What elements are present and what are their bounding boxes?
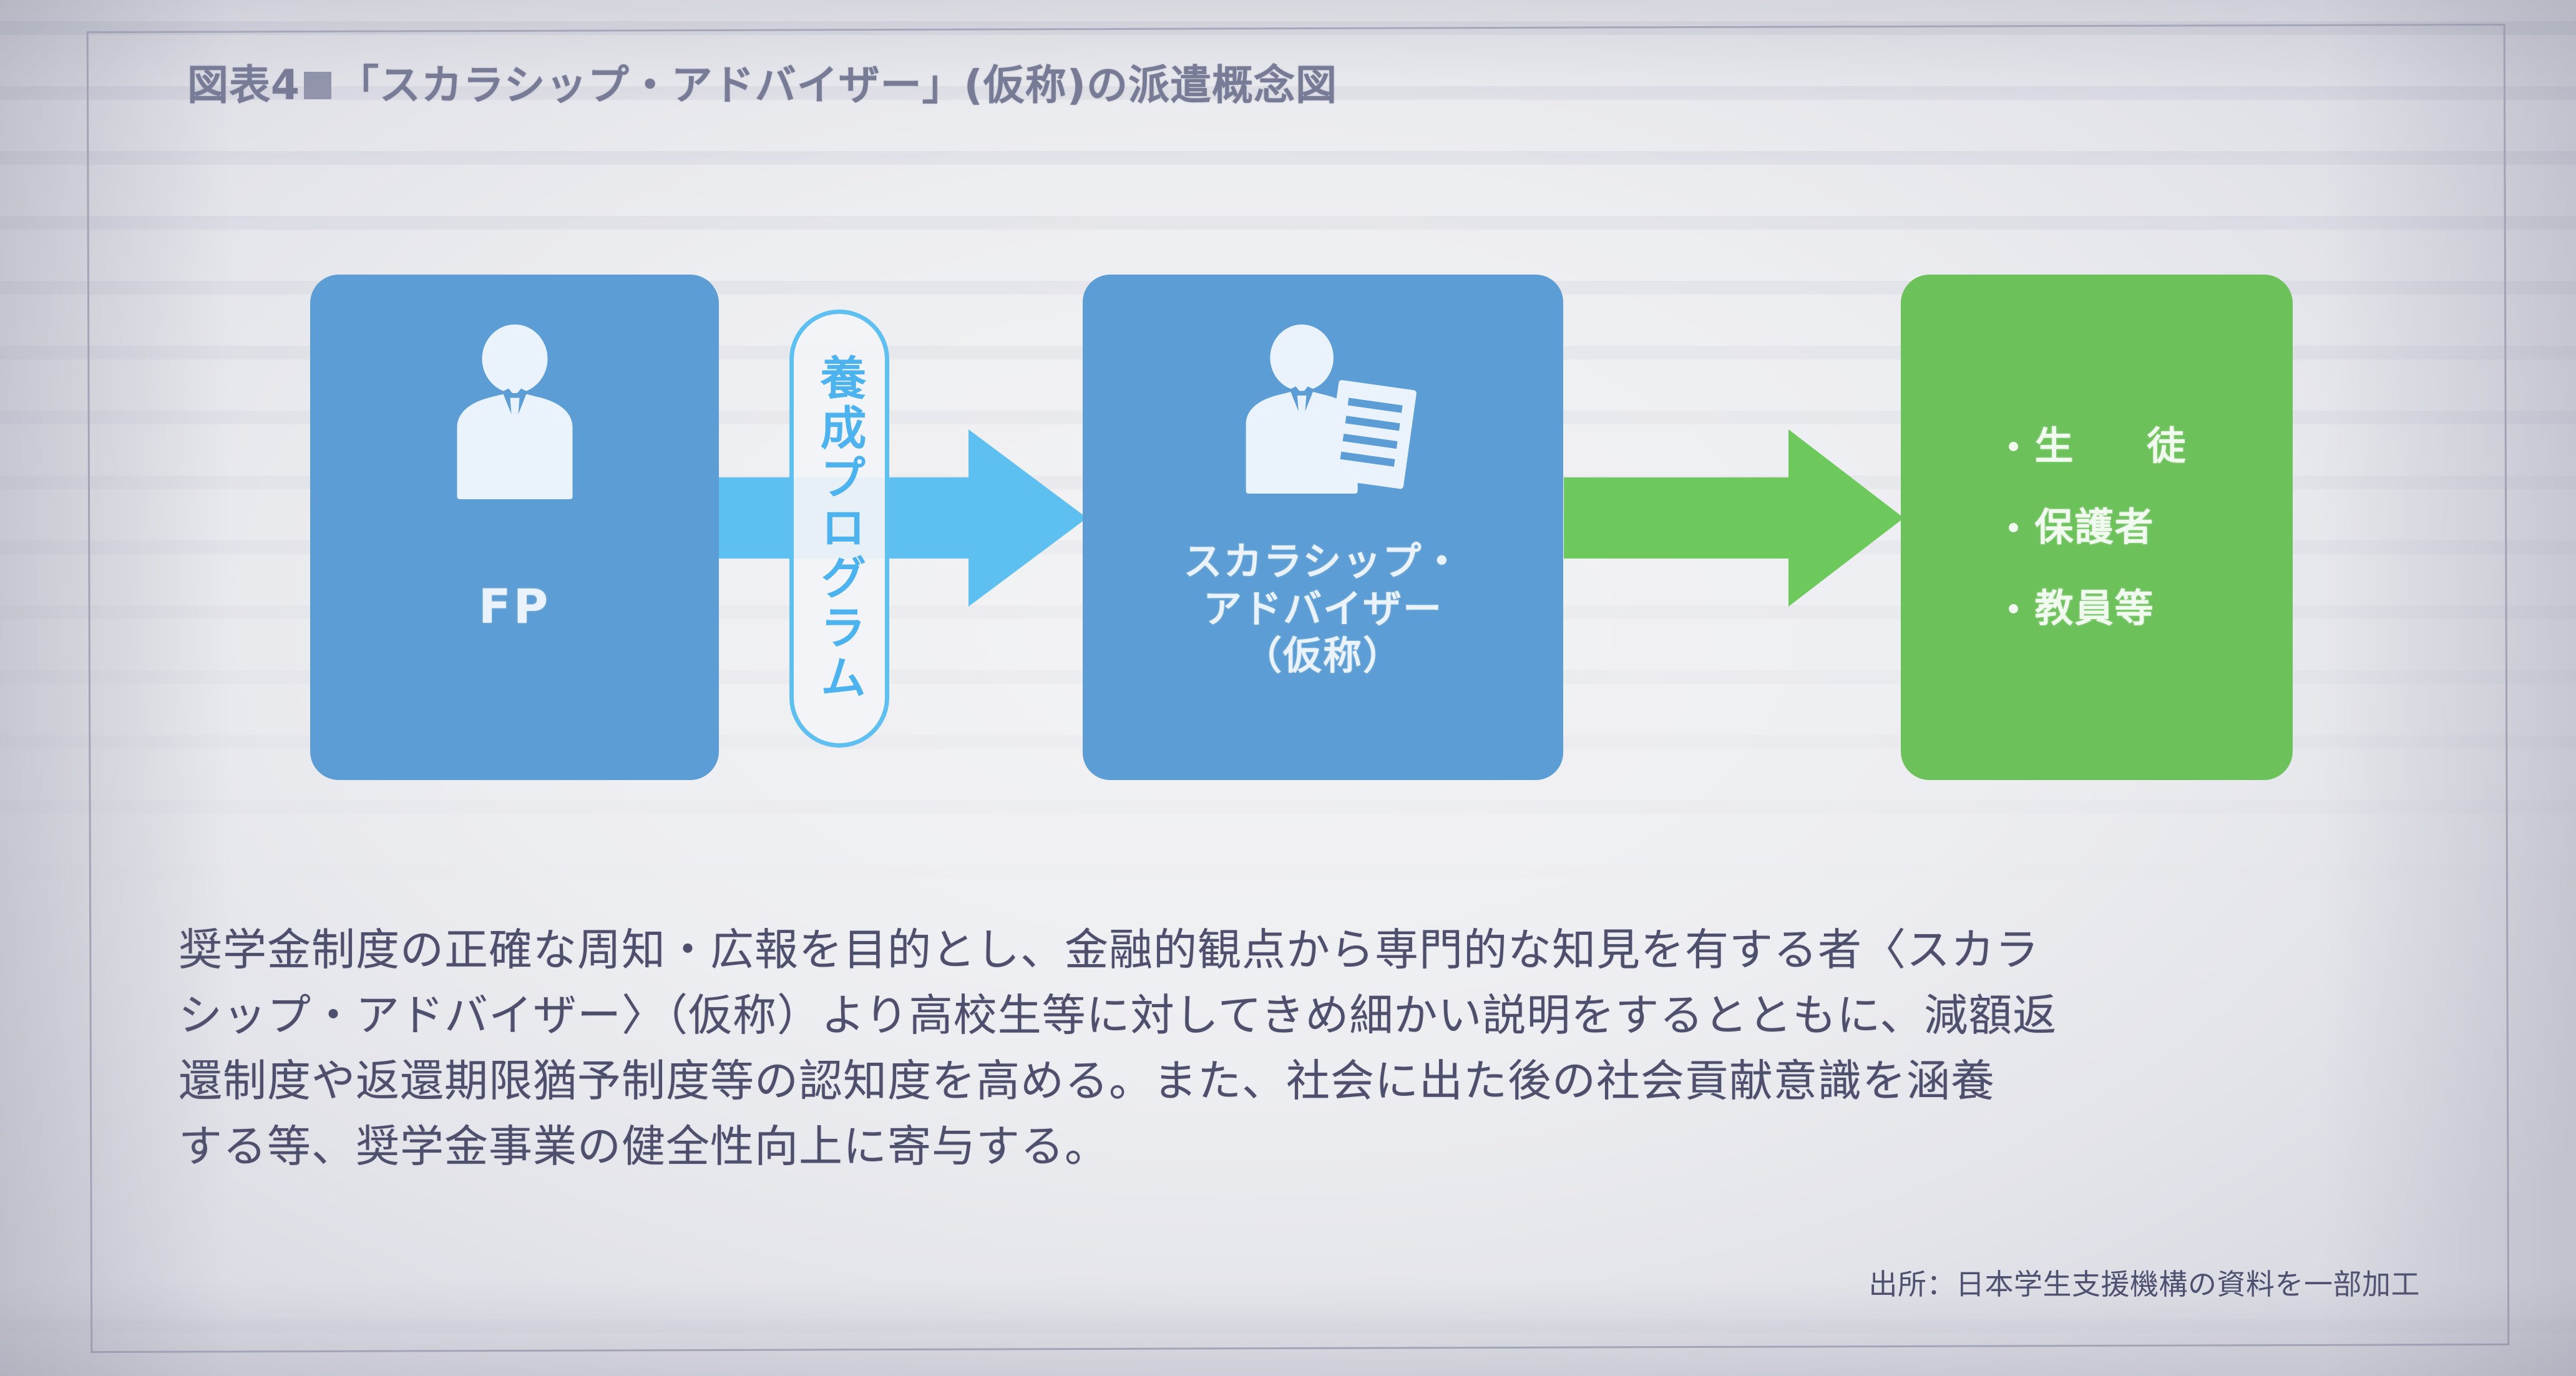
node-advisor-label-line-1: スカラシップ・: [1183, 539, 1463, 584]
arrow-label-text: 養成プログラム: [812, 354, 866, 703]
figure-title: 図表4 「スカラシップ・アドバイザー」(仮称)の派遣概念図: [187, 65, 1337, 106]
node-scholarship-advisor: スカラシップ・ アドバイザー （仮称）: [1083, 275, 1563, 780]
bullet-dot-icon: [2009, 441, 2019, 451]
bullet-dot-icon: [2009, 603, 2019, 613]
figure-description: 奨学金制度の正確な周知・広報を目的とし、金融的観点から専門的な知見を有する者〈ス…: [178, 917, 2400, 1179]
bullet-dot-icon: [2009, 522, 2019, 532]
list-item: 教員等: [2009, 589, 2203, 628]
filled-square-icon: [303, 72, 331, 99]
arrow-label-training-program: 養成プログラム: [789, 310, 889, 748]
target-label-student: 生 徒: [2034, 423, 2203, 469]
node-fp: FP: [310, 275, 719, 780]
target-label-teacher: 教員等: [2034, 585, 2155, 631]
targets-list: 生 徒 保護者 教員等: [1990, 427, 2203, 628]
node-advisor-label-line-2: アドバイザー: [1203, 585, 1443, 632]
target-label-guardian: 保護者: [2034, 504, 2155, 550]
arrow-fp-to-advisor: [719, 412, 1087, 624]
person-with-document-icon: [1229, 311, 1417, 498]
list-item: 保護者: [2009, 508, 2203, 547]
node-fp-label: FP: [478, 578, 551, 634]
description-line-1: 奨学金制度の正確な周知・広報を目的とし、金融的観点から専門的な知見を有する者〈ス…: [178, 924, 2039, 975]
figure-number-label: 図表4: [187, 61, 300, 109]
node-advisor-label-line-3: （仮称）: [1242, 633, 1403, 679]
arrow-advisor-to-targets: [1564, 412, 1904, 624]
source-note: 出所：日本学生支援機構の資料を一部加工: [1868, 1267, 2420, 1301]
figure-title-text: 「スカラシップ・アドバイザー」(仮称)の派遣概念図: [337, 61, 1337, 109]
person-in-suit-icon: [437, 312, 593, 499]
description-line-4: する等、奨学金事業の健全性向上に寄与する。: [178, 1121, 1109, 1172]
description-line-2: シップ・アドバイザー〉（仮称）より高校生等に対してきめ細かい説明をするとともに、…: [178, 990, 2057, 1041]
list-item: 生 徒: [2009, 427, 2203, 466]
description-line-3: 還制度や返還期限猶予制度等の認知度を高める。また、社会に出た後の社会貢献意識を涵…: [178, 1055, 1995, 1106]
node-advisor-label: スカラシップ・ アドバイザー （仮称）: [1184, 538, 1463, 680]
node-targets: 生 徒 保護者 教員等: [1901, 275, 2293, 780]
